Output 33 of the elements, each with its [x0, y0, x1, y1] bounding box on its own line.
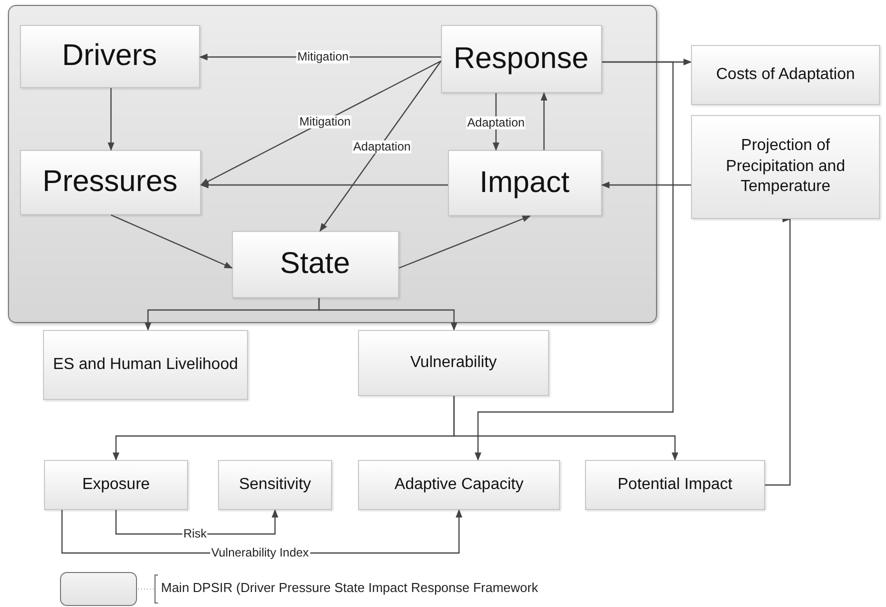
process-box: Response — [440, 24, 602, 92]
edge-label: Adaptation — [352, 140, 412, 154]
legend-label: Main DPSIR (Driver Pressure State Impact Response Framework — [161, 580, 538, 595]
process-box: Projection of Precipitation and Temperature — [691, 115, 880, 219]
process-box: Costs of Adaptation — [691, 45, 880, 105]
arrow — [540, 92, 548, 150]
arrow — [200, 60, 442, 186]
edge-label: Mitigation — [298, 115, 352, 129]
process-box: Pressures — [20, 150, 200, 214]
process-box: Drivers — [20, 24, 200, 88]
arrow — [765, 218, 794, 486]
process-box: Adaptive Capacity — [358, 460, 560, 510]
arrow — [108, 88, 114, 151]
arrow — [398, 215, 531, 269]
arrow — [474, 61, 674, 461]
edge-label: Risk — [182, 527, 208, 541]
arrow — [110, 214, 233, 269]
arrow — [200, 182, 448, 188]
process-box: Vulnerability — [358, 330, 549, 396]
arrow — [320, 60, 442, 232]
edge-label: Vulnerability Index — [210, 546, 310, 560]
process-box: Impact — [448, 150, 602, 216]
edge-label: Adaptation — [466, 116, 526, 130]
arrow — [318, 298, 458, 331]
process-box: Potential Impact — [585, 460, 765, 510]
process-box: ES and Human Livelihood — [43, 330, 248, 400]
process-box: State — [232, 230, 398, 298]
process-box: Exposure — [44, 460, 188, 510]
arrow — [601, 182, 691, 188]
edge-label: Mitigation — [296, 50, 350, 64]
arrow — [453, 396, 678, 461]
process-box: Sensitivity — [218, 460, 332, 510]
framework-panel — [8, 5, 657, 323]
